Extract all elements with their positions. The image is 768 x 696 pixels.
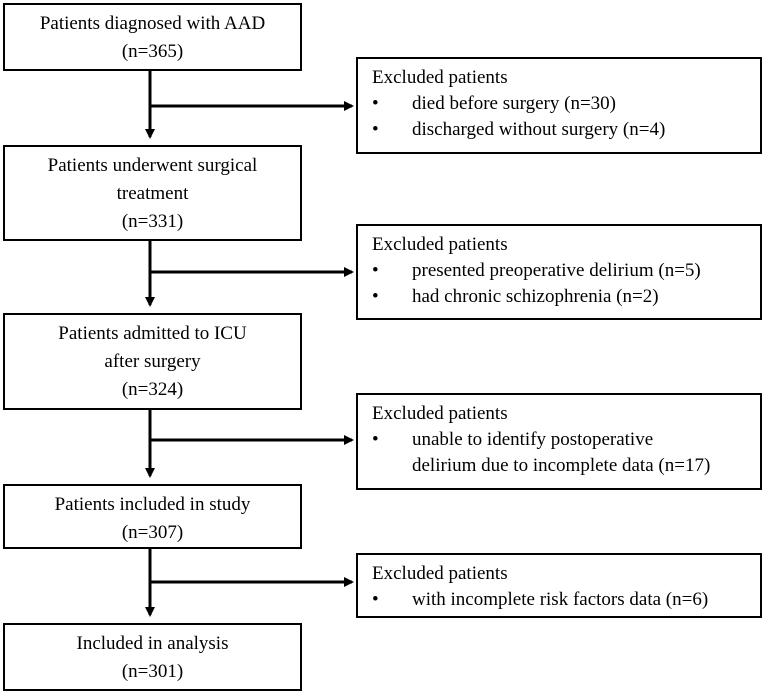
excluded-1-item-1: • died before surgery (n=30) [372,91,760,117]
box-diagnosed-line-2: (n=365) [121,41,184,62]
bullet-icon: • [372,93,379,114]
box-excluded-4: Excluded patients • with incomplete risk … [356,553,762,618]
excluded-4-item-1-text: with incomplete risk factors data (n=6) [412,589,709,610]
excluded-1-item-1-text: died before surgery (n=30) [412,93,616,114]
excluded-4-item-1: • with incomplete risk factors data (n=6) [372,587,760,613]
excluded-1-item-2: • discharged without surgery (n=4) [372,117,760,143]
box-study-line-2: (n=307) [121,522,184,543]
bullet-icon: • [372,429,379,450]
box-excluded-2: Excluded patients • presented preoperativ… [356,224,762,320]
excluded-3-item-1-cont: delirium due to incomplete data (n=17) [372,453,760,479]
box-admitted-icu: Patients admitted to ICU after surgery (… [3,313,302,410]
box-surgical-line-2: treatment [116,183,189,204]
bullet-icon: • [372,119,379,140]
excluded-3-item-1-text-1: unable to identify postoperative [412,429,654,450]
bullet-icon: • [372,286,379,307]
excluded-3-item-1-text-2: delirium due to incomplete data (n=17) [412,455,711,476]
excluded-2-item-1: • presented preoperative delirium (n=5) [372,258,760,284]
excluded-1-heading: Excluded patients [372,67,508,88]
box-analysis-line-2: (n=301) [121,661,184,682]
box-surgical-treatment: Patients underwent surgical treatment (n… [3,145,302,241]
box-study-line-1: Patients included in study [54,494,251,515]
box-surgical-line-3: (n=331) [121,211,184,232]
box-surgical-line-1: Patients underwent surgical [47,155,258,176]
excluded-3-heading: Excluded patients [372,403,508,424]
excluded-2-item-2-text: had chronic schizophrenia (n=2) [412,286,659,307]
excluded-3-item-1: • unable to identify postoperative [372,427,760,453]
excluded-4-heading: Excluded patients [372,563,508,584]
box-excluded-1: Excluded patients • died before surgery (… [356,57,762,154]
box-included-analysis: Included in analysis (n=301) [3,623,302,691]
excluded-2-item-2: • had chronic schizophrenia (n=2) [372,284,760,310]
box-diagnosed-line-1: Patients diagnosed with AAD [39,13,266,34]
box-icu-line-2: after surgery [104,351,201,372]
box-included-study: Patients included in study (n=307) [3,484,302,549]
excluded-2-heading: Excluded patients [372,234,508,255]
box-icu-line-3: (n=324) [121,379,184,400]
bullet-icon: • [372,589,379,610]
bullet-icon: • [372,260,379,281]
box-diagnosed: Patients diagnosed with AAD (n=365) [3,3,302,71]
box-analysis-line-1: Included in analysis [76,633,229,654]
box-excluded-3: Excluded patients • unable to identify po… [356,393,762,490]
box-icu-line-1: Patients admitted to ICU [58,323,247,344]
excluded-2-item-1-text: presented preoperative delirium (n=5) [412,260,701,281]
excluded-1-item-2-text: discharged without surgery (n=4) [412,119,666,140]
